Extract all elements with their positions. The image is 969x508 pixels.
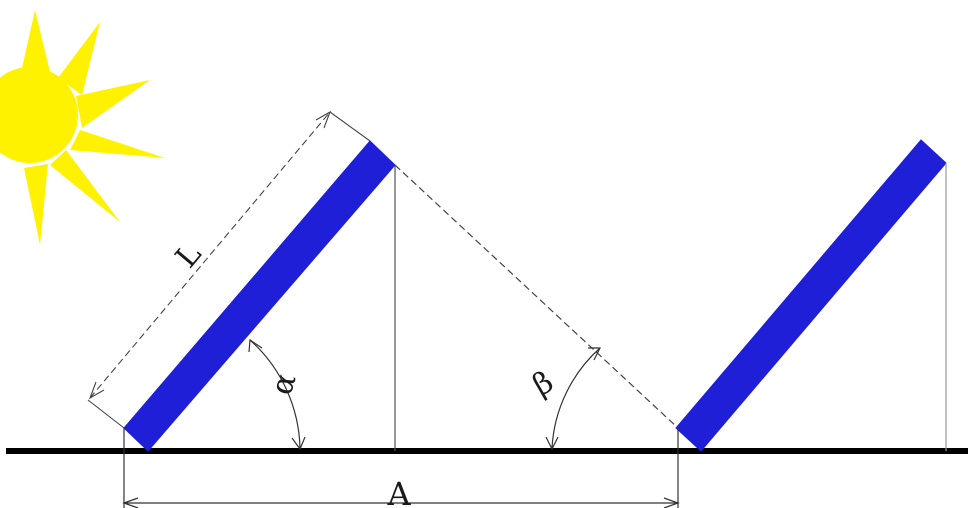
- solar-panel-right: [675, 139, 947, 452]
- sun-icon: [0, 10, 165, 245]
- shadow-ray-line: [394, 164, 679, 429]
- label-l: L: [169, 237, 209, 275]
- angle-beta-arc: [545, 347, 601, 451]
- dimension-a: [122, 428, 680, 508]
- label-alpha: α: [264, 369, 304, 399]
- label-beta: β: [527, 364, 560, 403]
- label-a: A: [386, 475, 411, 508]
- angle-alpha-arc: [248, 338, 306, 451]
- solar-panel-left: [123, 140, 396, 452]
- dimension-l: [87, 110, 371, 429]
